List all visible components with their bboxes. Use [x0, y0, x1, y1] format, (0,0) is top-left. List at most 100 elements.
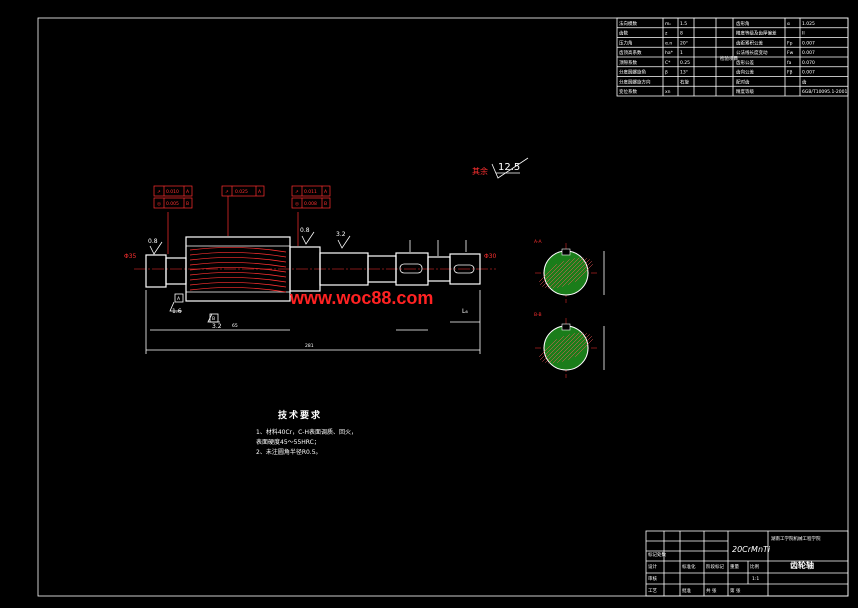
svg-text:B: B [324, 201, 327, 207]
roughness-mark-4: 1.6 [172, 308, 182, 315]
gear-hatch-line [189, 277, 287, 283]
param-cell: 右旋 [680, 78, 689, 85]
gear-hatch-line [189, 282, 287, 288]
gear-length: 65 [232, 323, 238, 329]
gdt-frame-4: ↗ 0.011 A [291, 185, 331, 197]
section-b-b: B-B [534, 312, 605, 378]
shaft-right-end [449, 253, 481, 285]
svg-text:A: A [324, 189, 328, 195]
param-cell: 齿数 [619, 30, 628, 37]
param-cell: 0.070 [802, 60, 815, 66]
gear-hatch-line [189, 252, 287, 258]
param-cell: 1.5 [680, 21, 687, 27]
section-hatch-line [562, 334, 590, 362]
param-cell: xn [665, 90, 671, 95]
section-hatch-line [538, 263, 558, 283]
section-label-a: A-A [534, 239, 543, 245]
overall-length: 281 [305, 343, 314, 349]
left-diameter: Φ35 [124, 253, 137, 260]
param-cell: 配对齿 [736, 78, 750, 85]
roughness-other-value: 12.5 [498, 162, 520, 173]
param-cell: 分度圆螺旋角 [619, 69, 646, 76]
section-hatch-line [548, 257, 580, 289]
svg-text:A: A [186, 189, 190, 195]
tech-req-line-3: 2、未注圆角半径R0.5。 [256, 448, 322, 456]
gear-hatch-line [189, 287, 287, 293]
svg-text:↗: ↗ [295, 190, 299, 195]
tb-label-8: 审核 [648, 575, 657, 582]
param-cell: 顶隙系数 [619, 59, 637, 66]
roughness-other-label: 其余 [472, 166, 488, 176]
param-cell: 8 [680, 31, 683, 37]
section-hatch-line [562, 259, 590, 287]
svg-text:↗: ↗ [225, 190, 229, 195]
group-label: 检验项目 [720, 55, 738, 62]
param-cell: ha* [665, 50, 674, 56]
gear-shaft-main-view: 281 65 Φ35 Φ30 L₆ 0.8 0.8 3.2 1.6 3.2 A … [124, 196, 497, 354]
gear-hatch-line [189, 267, 287, 273]
section-hatch-line [539, 335, 565, 361]
section-hatch-line [557, 333, 587, 363]
datum-b: B [212, 316, 215, 322]
param-cell: 6GB/T10095.1-2001 [802, 89, 848, 95]
param-cell: 变位系数 [619, 88, 637, 95]
tb-label-13: 比例 [750, 563, 759, 570]
svg-text:◎: ◎ [157, 202, 161, 207]
tb-label-10: 批准 [682, 587, 691, 594]
title-block: 20CrMnTi 齿轮轴 湖南工学院机械工程学院 标记处数 设计 标准化 审核 … [645, 530, 849, 597]
roughness-mark-2: 0.8 [300, 227, 310, 234]
svg-text:0.025: 0.025 [235, 189, 248, 195]
gdt-frame-5: ◎ 0.008 B [291, 197, 331, 209]
param-cell: 13° [680, 70, 688, 76]
param-cell: 0.25 [680, 60, 690, 66]
param-cell: Fp [787, 40, 793, 46]
param-cell: 法向模数 [619, 20, 637, 27]
param-cell: α [787, 22, 790, 27]
drawing-border [37, 17, 849, 597]
param-cell: 1 [680, 50, 683, 56]
datum-a-box [174, 293, 184, 303]
gear-teeth-hatch [189, 247, 287, 293]
section-hatch-line [552, 257, 584, 289]
tech-req-line-1: 1、材料40Cr，C-H表面调质、回火， [256, 428, 357, 436]
gear-hatch-line [189, 262, 287, 268]
param-cell: 分度圆螺旋方向 [619, 78, 651, 85]
roughness-mark-3: 3.2 [336, 231, 346, 238]
param-cell: 压力角 [619, 39, 633, 46]
param-cell: 齿距累积公差 [736, 39, 763, 46]
section-hatch-line [542, 259, 570, 287]
school-name: 湖南工学院机械工程学院 [771, 535, 821, 542]
tb-label-7: 标准化 [682, 563, 696, 570]
param-cell: mₙ [665, 22, 671, 27]
svg-text:0.005: 0.005 [166, 201, 179, 207]
gear-hatch-line [189, 257, 287, 263]
tb-label-11: 阶段标记 [706, 563, 724, 570]
tech-req-line-2: 表面硬度45～55HRC； [256, 438, 320, 446]
gdt-frames: ↗ 0.010 A ◎ 0.005 B ↗ 0.025 A ↗ 0.011 A [153, 185, 331, 209]
technical-requirements: 技术要求 1、材料40Cr，C-H表面调质、回火， 表面硬度45～55HRC； … [256, 409, 357, 456]
keyway-2 [453, 264, 475, 274]
tb-label-15: 第 张 [730, 587, 741, 594]
tb-label-9: 工艺 [648, 588, 657, 594]
tb-label-14: 共 张 [706, 587, 717, 594]
param-cell: 0.007 [802, 70, 815, 76]
gdt-frame-2: ◎ 0.005 B [153, 197, 193, 209]
param-cell: 公法线长度变动 [736, 49, 768, 56]
section-hatch-line [567, 335, 593, 361]
gear-hatch-line [189, 272, 287, 278]
param-cell: 齿 [802, 79, 807, 85]
shaft-left-end [145, 254, 167, 288]
param-cell: 0.007 [802, 40, 815, 46]
svg-text:↗: ↗ [157, 190, 161, 195]
param-cell: β [665, 70, 668, 76]
param-cell: 齿形公差 [736, 59, 754, 66]
gdt-frame-1: ↗ 0.010 A [153, 185, 193, 197]
roughness-symbol [491, 157, 529, 179]
tb-label-12: 重量 [730, 563, 739, 570]
keyway-1 [399, 263, 423, 274]
section-hatch-line [538, 338, 558, 358]
param-cell: 1.025 [802, 21, 815, 27]
part-name-label: 齿轮轴 [790, 560, 814, 570]
